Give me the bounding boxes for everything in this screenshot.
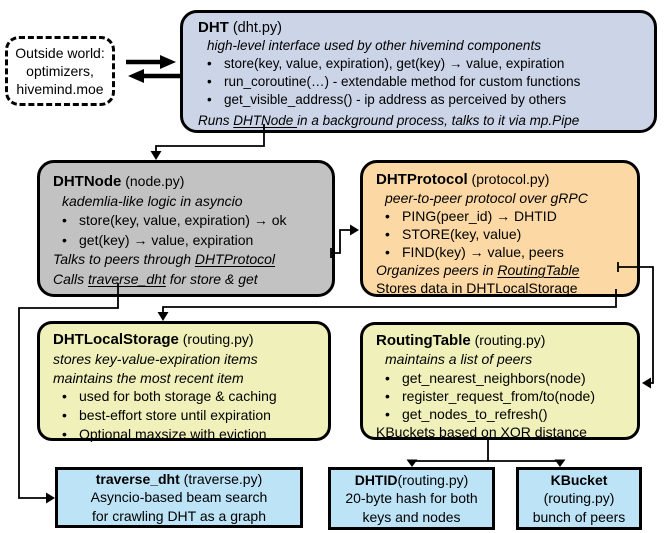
dhtprotocol-reference: DHTProtocol (194, 251, 276, 267)
dht-file-name: (dht.py) (228, 20, 283, 36)
traverse-dht-line: Asyncio-based beam search (90, 489, 268, 506)
dht-footer: Runs DHTNode in a background process, ta… (198, 113, 580, 128)
arrow-dhtnode-to-dhtprotocol (330, 224, 359, 258)
routingtable-reference: RoutingTable (497, 262, 580, 278)
dhtprotocol-organizes-line: Organizes peers in RoutingTable (376, 262, 580, 278)
dhtprotocol-bullet: •FIND(key) → value, peers (376, 243, 637, 261)
bullet-glyph: • (385, 208, 390, 224)
arrow-dht-to-outside (128, 69, 181, 83)
dhtid-box: DHTID(routing.py) 20-byte hash for both … (328, 467, 495, 530)
bullet-glyph: • (207, 92, 212, 107)
routingtable-title: RoutingTable (routing.py) (376, 332, 546, 349)
dhtnode-talks-line: Talks to peers through DHTProtocol (53, 251, 276, 267)
traverse-dht-title: traverse_dht (traverse.py) (95, 470, 263, 487)
kbucket-line: bunch of peers (532, 508, 626, 525)
outside-world-line: hivemind.moe (16, 81, 104, 97)
dhtlocalstorage-box: DHTLocalStorage (routing.py) stores key-… (37, 321, 331, 444)
bullet-glyph: • (62, 407, 67, 424)
dht-subtitle: high-level interface used by other hivem… (207, 38, 541, 53)
routingtable-box: RoutingTable (routing.py) maintains a li… (360, 322, 640, 440)
bullet-glyph: • (207, 56, 212, 71)
dhtprotocol-bullet: •STORE(key, value) (376, 225, 637, 243)
dht-box: DHT (dht.py) high-level interface used b… (180, 10, 657, 133)
dhtnode-calls-line: Calls traverse_dht for store & get (53, 270, 258, 287)
kbucket-box: KBucket (routing.py) bunch of peers (516, 467, 642, 530)
dht-bullet: •get_visible_address() - ip address as p… (198, 91, 654, 109)
dhtnode-bullet: •store(key, value, expiration) → ok (53, 211, 332, 231)
dhtlocalstorage-bullet: •used for both storage & caching (53, 387, 328, 406)
dhtlocalstorage-subtitle: stores key-value-expiration items (53, 350, 258, 367)
dht-title: DHT (dht.py) (198, 19, 654, 37)
bullet-glyph: • (62, 212, 67, 228)
arrow-routingtable-to-children (406, 440, 566, 467)
outside-world-box: Outside world: optimizers, hivemind.moe (5, 36, 115, 106)
dhtid-title: DHTID(routing.py) (354, 471, 469, 488)
dhtnode-box: DHTNode (node.py) kademlia-like logic in… (37, 160, 335, 297)
traverse-dht-reference: traverse_dht (88, 270, 166, 287)
kbucket-title: KBucket (550, 471, 608, 488)
bullet-glyph: • (62, 231, 67, 248)
dhtlocalstorage-subtitle: maintains the most recent item (53, 369, 244, 386)
arrow-outside-to-dht (126, 55, 176, 69)
dhtlocalstorage-bullet: •best-effort store until expiration (53, 406, 328, 425)
routingtable-subtitle: maintains a list of peers (385, 351, 533, 368)
dhtlocalstorage-title: DHTLocalStorage (routing.py) (53, 331, 254, 348)
bullet-glyph: • (62, 388, 67, 405)
bullet-glyph: • (385, 244, 390, 260)
dhtnode-title: DHTNode (node.py) (53, 173, 185, 190)
localstorage-reference: LocalStorage (495, 280, 578, 296)
bullet-glyph: • (62, 425, 67, 442)
dhtnode-reference: DHTNode (233, 113, 298, 128)
routingtable-footer: KBuckets based on XOR distance (376, 424, 587, 441)
bullet-glyph: • (385, 369, 390, 386)
dhtnode-bullet: •get(key) → value, expiration (53, 231, 332, 251)
dhtid-line: keys and nodes (362, 508, 461, 525)
routingtable-bullet: •get_nearest_neighbors(node) (376, 369, 637, 387)
bullet-glyph: • (385, 387, 390, 404)
kbucket-file: (routing.py) (543, 490, 615, 507)
dhtprotocol-title: DHTProtocol (protocol.py) (376, 171, 550, 188)
dhtid-line: 20-byte hash for both (345, 490, 478, 507)
bullet-glyph: • (385, 226, 390, 242)
routingtable-bullet: •register_request_from/to(node) (376, 387, 637, 405)
dhtprotocol-bullet: •PING(peer_id) → DHTID (376, 207, 637, 225)
dhtnode-subtitle: kademlia-like logic in asyncio (62, 192, 243, 209)
dhtprotocol-subtitle: peer-to-peer protocol over gRPC (385, 190, 588, 206)
dhtprotocol-stores-line: Stores data in DHTLocalStorage (376, 280, 578, 296)
outside-world-line: optimizers, (26, 63, 94, 79)
bullet-glyph: • (207, 74, 212, 89)
dht-bullet: •store(key, value, expiration), get(key)… (198, 55, 654, 73)
traverse-dht-line: for crawling DHT as a graph (91, 507, 267, 524)
traverse-dht-box: traverse_dht (traverse.py) Asyncio-based… (55, 467, 303, 528)
outside-world-line: Outside world: (15, 45, 105, 61)
dhtprotocol-box: DHTProtocol (protocol.py) peer-to-peer p… (360, 160, 640, 297)
dht-bullet: •run_coroutine(…) - extendable method fo… (198, 73, 654, 91)
bullet-glyph: • (385, 406, 390, 423)
dhtlocalstorage-bullet: •Optional maxsize with eviction (53, 425, 328, 444)
routingtable-bullet: •get_nodes_to_refresh() (376, 405, 637, 423)
dht-title-name: DHT (198, 19, 229, 36)
